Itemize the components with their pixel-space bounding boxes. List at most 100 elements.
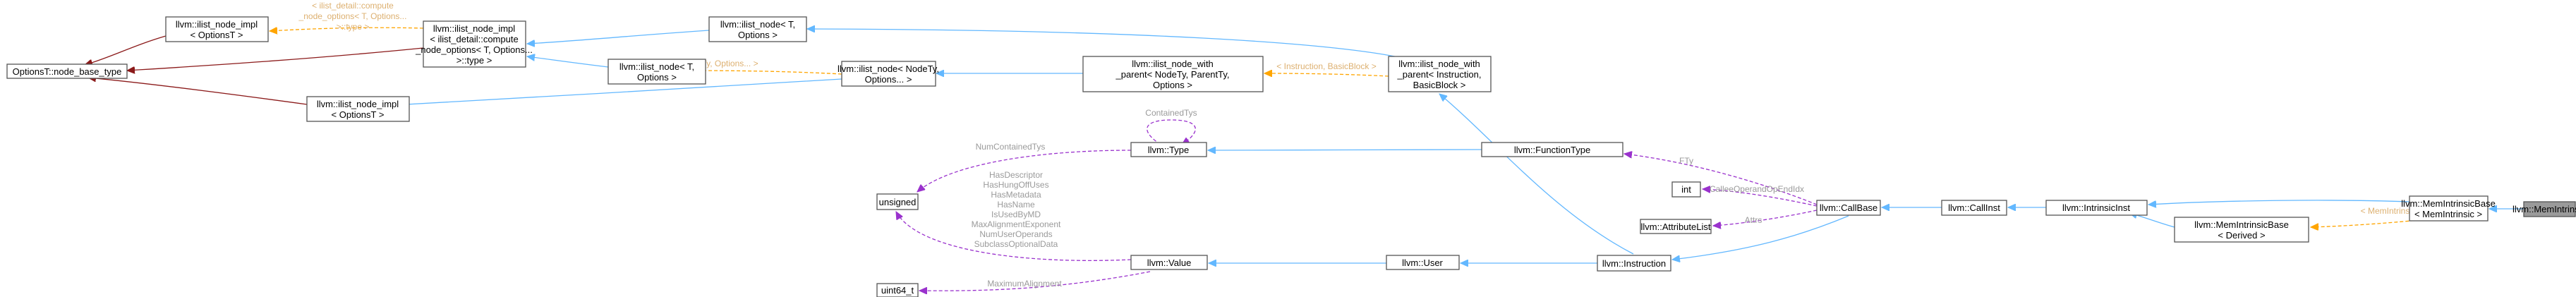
node-llvm-type[interactable]: llvm::Type xyxy=(1130,142,1207,157)
svg-text:Attrs: Attrs xyxy=(1745,215,1762,225)
node-ilist-node-with-parent-generic[interactable]: llvm::ilist_node_with _parent< NodeTy, P… xyxy=(1082,56,1264,92)
edge-nodety-to-impl3 xyxy=(357,78,842,107)
svg-text:_node_options< T, Options...: _node_options< T, Options... xyxy=(298,11,407,21)
svg-text:llvm::MemIntrinsicBase: llvm::MemIntrinsicBase xyxy=(2401,198,2496,209)
svg-text:llvm::ilist_node_with: llvm::ilist_node_with xyxy=(1398,59,1480,69)
edge-ilistT2-to-impl2 xyxy=(527,56,609,68)
svg-text:CalleeOperandOpEndIdx: CalleeOperandOpEndIdx xyxy=(1710,184,1804,194)
svg-text:llvm::ilist_node< T,: llvm::ilist_node< T, xyxy=(720,19,795,30)
svg-text:llvm::ilist_node< NodeTy,: llvm::ilist_node< NodeTy, xyxy=(837,63,939,74)
svg-text:< OptionsT >: < OptionsT > xyxy=(332,109,385,120)
svg-text:llvm::FunctionType: llvm::FunctionType xyxy=(1514,145,1590,155)
svg-text:llvm::Value: llvm::Value xyxy=(1147,257,1192,268)
svg-text:Options... >: Options... > xyxy=(865,74,912,85)
node-llvm-intrinsic-inst[interactable]: llvm::IntrinsicInst xyxy=(2045,200,2148,216)
svg-text:< MemIntrinsic >: < MemIntrinsic > xyxy=(2414,209,2482,219)
node-ilist-node-impl-top[interactable]: llvm::ilist_node_impl < OptionsT > xyxy=(165,16,269,42)
svg-text:llvm::MemIntrinsicBase: llvm::MemIntrinsicBase xyxy=(2194,219,2289,230)
edge-impl2-template xyxy=(270,28,424,31)
svg-text:SubclassOptionalData: SubclassOptionalData xyxy=(974,239,1058,249)
svg-text:< OptionsT >: < OptionsT > xyxy=(191,30,243,40)
svg-text:< MemIntrinsic >: < MemIntrinsic > xyxy=(2361,206,2424,216)
svg-text:_parent< Instruction,: _parent< Instruction, xyxy=(1397,69,1482,80)
edge-membase-inst-to-intrinsic xyxy=(2148,200,2410,205)
svg-text:llvm::ilist_node_with: llvm::ilist_node_with xyxy=(1132,59,1214,69)
svg-text:Options >: Options > xyxy=(738,30,778,40)
edge-ilistT2-template xyxy=(663,71,842,75)
svg-text:llvm::Type: llvm::Type xyxy=(1148,145,1190,155)
label-instruction-basicblock: < Instruction, BasicBlock > xyxy=(1276,61,1376,71)
label-callee-operand: CalleeOperandOpEndIdx xyxy=(1710,184,1804,194)
node-llvm-mem-intrinsic[interactable]: llvm::MemIntrinsic xyxy=(2512,201,2576,217)
node-mem-intrinsic-base-memintrinsic[interactable]: llvm::MemIntrinsicBase < MemIntrinsic > xyxy=(2401,195,2496,222)
node-mem-intrinsic-base-derived[interactable]: llvm::MemIntrinsicBase < Derived > xyxy=(2174,217,2309,243)
svg-text:Options >: Options > xyxy=(637,72,677,83)
svg-text:llvm::CallInst: llvm::CallInst xyxy=(1948,202,2000,213)
node-llvm-user[interactable]: llvm::User xyxy=(1386,255,1460,270)
svg-text:llvm::AttributeList: llvm::AttributeList xyxy=(1641,222,1711,232)
node-unsigned[interactable]: unsigned xyxy=(876,193,919,210)
svg-text:llvm::User: llvm::User xyxy=(1402,257,1443,268)
svg-text:>::type >: >::type > xyxy=(337,22,370,32)
svg-text:IsUsedByMD: IsUsedByMD xyxy=(991,210,1041,219)
edge-impl1-to-optionsbase xyxy=(85,35,167,65)
svg-text:llvm::ilist_node_impl: llvm::ilist_node_impl xyxy=(176,19,258,30)
svg-text:NumUserOperands: NumUserOperands xyxy=(979,229,1052,239)
svg-text:llvm::ilist_node_impl: llvm::ilist_node_impl xyxy=(433,23,515,34)
label-value-fields: HasDescriptor HasHungOffUses HasMetadata… xyxy=(972,170,1061,249)
svg-text:MaximumAlignment: MaximumAlignment xyxy=(987,279,1062,289)
node-llvm-call-base[interactable]: llvm::CallBase xyxy=(1816,200,1881,216)
edge-ilistT1-to-impl2 xyxy=(527,30,710,44)
node-ilist-node-nodety[interactable]: llvm::ilist_node< NodeTy, Options... > xyxy=(837,61,939,87)
node-ilist-node-t-top[interactable]: llvm::ilist_node< T, Options > xyxy=(708,16,807,42)
svg-text:< Instruction, BasicBlock >: < Instruction, BasicBlock > xyxy=(1276,61,1376,71)
label-fty: FTy xyxy=(1679,156,1693,166)
node-uint64-t[interactable]: uint64_t xyxy=(876,283,919,297)
edge-callbase-to-attributelist xyxy=(1713,210,1818,226)
edge-callbase-to-instruction xyxy=(1672,215,1849,260)
svg-text:llvm::ilist_node< T,: llvm::ilist_node< T, xyxy=(619,61,694,72)
svg-text:llvm::MemIntrinsic: llvm::MemIntrinsic xyxy=(2512,204,2576,214)
svg-text:>::type >: >::type > xyxy=(456,55,492,66)
svg-text:ContainedTys: ContainedTys xyxy=(1145,108,1197,118)
svg-text:unsigned: unsigned xyxy=(879,197,917,207)
node-options-base-type[interactable]: OptionsT::node_base_type xyxy=(6,63,128,79)
svg-text:llvm::IntrinsicInst: llvm::IntrinsicInst xyxy=(2062,202,2130,213)
edge-type-to-unsigned xyxy=(917,150,1132,192)
svg-text:llvm::CallBase: llvm::CallBase xyxy=(1820,202,1877,213)
svg-text:uint64_t: uint64_t xyxy=(881,285,914,296)
node-int[interactable]: int xyxy=(1671,181,1701,198)
node-ilist-node-t-mid[interactable]: llvm::ilist_node< T, Options > xyxy=(607,59,706,85)
edge-impl2-to-optionsbase xyxy=(127,47,424,71)
label-contained-tys: ContainedTys xyxy=(1145,108,1197,118)
svg-text:< Derived >: < Derived > xyxy=(2218,230,2265,241)
label-maximum-alignment: MaximumAlignment xyxy=(987,279,1062,289)
svg-text:Options >: Options > xyxy=(1153,80,1192,90)
svg-text:llvm::Instruction: llvm::Instruction xyxy=(1602,258,1666,269)
node-ilist-node-with-parent-instruction[interactable]: llvm::ilist_node_with _parent< Instructi… xyxy=(1388,56,1492,92)
label-mem-intrinsic: < MemIntrinsic > xyxy=(2361,206,2424,216)
svg-text:HasDescriptor: HasDescriptor xyxy=(989,170,1043,180)
label-num-contained-tys: NumContainedTys xyxy=(976,142,1046,152)
edge-type-self-containedtys xyxy=(1147,119,1196,145)
svg-text:< ilist_detail::compute: < ilist_detail::compute xyxy=(312,1,394,11)
svg-text:NumContainedTys: NumContainedTys xyxy=(976,142,1046,152)
node-ilist-node-impl-compute[interactable]: llvm::ilist_node_impl < ilist_detail::co… xyxy=(415,20,533,68)
node-llvm-call-inst[interactable]: llvm::CallInst xyxy=(1941,200,2007,216)
svg-text:int: int xyxy=(1681,184,1691,195)
node-llvm-instruction[interactable]: llvm::Instruction xyxy=(1597,255,1671,272)
svg-text:MaxAlignmentExponent: MaxAlignmentExponent xyxy=(972,219,1061,229)
svg-text:HasHungOffUses: HasHungOffUses xyxy=(983,180,1048,190)
node-llvm-function-type[interactable]: llvm::FunctionType xyxy=(1481,142,1623,157)
edge-callbase-to-functiontype xyxy=(1624,154,1818,205)
svg-text:llvm::ilist_node_impl: llvm::ilist_node_impl xyxy=(317,99,399,109)
node-ilist-node-impl-bottom[interactable]: llvm::ilist_node_impl < OptionsT > xyxy=(306,96,410,122)
node-llvm-value[interactable]: llvm::Value xyxy=(1130,255,1208,270)
svg-text:< ilist_detail::compute: < ilist_detail::compute xyxy=(430,34,518,44)
node-llvm-attribute-list[interactable]: llvm::AttributeList xyxy=(1640,219,1712,234)
svg-text:HasName: HasName xyxy=(997,200,1035,210)
edge-value-to-uint64 xyxy=(919,271,1151,291)
edge-callbase-to-int xyxy=(1703,189,1818,207)
edge-impl3-to-optionsbase xyxy=(88,78,308,105)
